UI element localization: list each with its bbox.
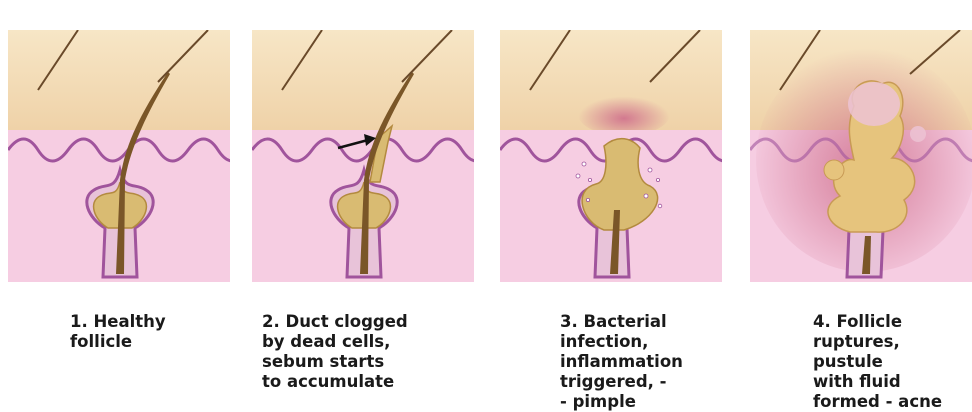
bacterial-infection-illustration (500, 30, 722, 282)
clogged-duct-illustration (252, 30, 474, 282)
pus-droplet (910, 126, 926, 142)
epidermis (252, 30, 474, 130)
inflamed-bump (578, 92, 670, 136)
caption-clogged-duct: 2. Duct clogged by dead cells, sebum sta… (262, 312, 462, 392)
healthy-follicle-illustration (8, 30, 230, 282)
pus-droplet (824, 160, 844, 180)
panel-clogged-duct (252, 30, 474, 282)
caption-healthy-follicle: 1. Healthy follicle (70, 312, 270, 352)
ruptured-follicle-illustration (750, 30, 972, 282)
epidermis (8, 30, 230, 130)
caption-bacterial-infection: 3. Bacterial infection, inflammation tri… (560, 312, 760, 412)
pus-cap (848, 82, 900, 126)
panel-ruptured-follicle (750, 30, 972, 282)
panel-bacterial-infection (500, 30, 722, 282)
caption-ruptured-follicle: 4. Follicle ruptures, pustule with fluid… (813, 312, 972, 412)
panel-healthy-follicle (8, 30, 230, 282)
